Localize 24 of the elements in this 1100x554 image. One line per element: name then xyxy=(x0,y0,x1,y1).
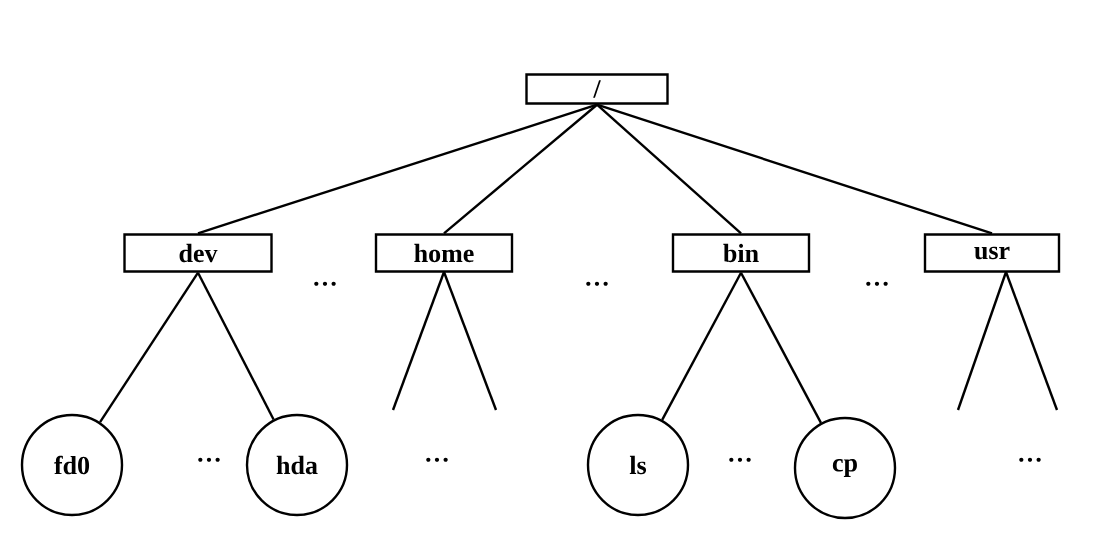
connector-line xyxy=(1004,271,1059,411)
connector-line xyxy=(99,272,199,423)
connector-line xyxy=(661,272,743,421)
directory-box: dev xyxy=(123,233,273,273)
ellipsis: ··· xyxy=(866,281,888,286)
ellipsis: ··· xyxy=(586,281,608,286)
directory-box: bin xyxy=(671,233,811,273)
ellipsis: ··· xyxy=(1019,457,1041,462)
connector-line xyxy=(442,271,498,411)
ellipsis: ··· xyxy=(314,281,336,286)
connector-line xyxy=(196,272,275,421)
connector-line xyxy=(443,103,598,235)
ellipsis: ··· xyxy=(729,457,751,462)
connector-line xyxy=(391,271,446,411)
ellipsis: ··· xyxy=(198,457,220,462)
connector-line xyxy=(197,103,598,235)
directory-box: usr xyxy=(923,233,1061,273)
connector-line xyxy=(956,271,1008,411)
connector-line xyxy=(739,272,822,424)
connector-line xyxy=(596,103,742,235)
directory-box: home xyxy=(374,233,514,273)
directory-box: / xyxy=(525,73,669,105)
ellipsis: ··· xyxy=(426,457,448,462)
connector-line xyxy=(596,103,993,235)
